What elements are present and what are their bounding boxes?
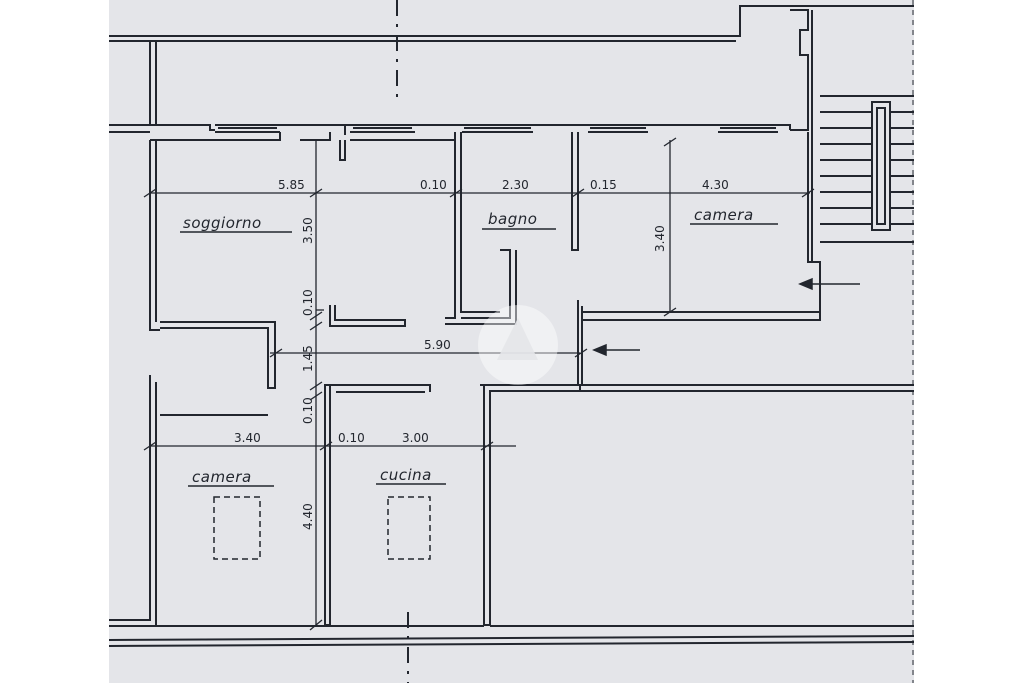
wall-camera-right [577,132,821,386]
dim-corridor-590: 5.90 [424,338,451,352]
room-label-bagno: bagno [488,210,537,228]
dim-vert-350: 3.50 [301,217,315,244]
label-underlines [180,223,778,487]
watermark-logo [478,305,558,385]
dim-top-430: 4.30 [702,178,729,192]
dim-vert-010b: 0.10 [301,397,315,424]
dim-top-230: 2.30 [502,178,529,192]
dim-vert-145: 1.45 [301,345,315,372]
wall-stub [329,140,406,327]
entrance-arrow-corridor [592,343,640,357]
dim-bottom-010: 0.10 [338,431,365,445]
dim-top-015: 0.15 [590,178,617,192]
dim-top-010: 0.10 [420,178,447,192]
left-wall-upper [149,140,160,331]
dim-vert-440: 4.40 [301,503,315,530]
dim-vert-340: 3.40 [653,225,667,252]
facade-bottom [109,625,914,647]
entrance-arrow-right [798,277,860,291]
wall-soggiorno-bagno [445,132,517,325]
room-label-soggiorno: soggiorno [183,214,262,232]
wall-cucina [324,384,914,626]
room-label-camera-right: camera [694,206,754,224]
dim-bottom-340: 3.40 [234,431,261,445]
wall-bagno-camera [571,132,579,251]
outer-wall-top [109,5,914,125]
dim-bottom-300: 3.00 [402,431,429,445]
room-label-camera-left: camera [192,468,252,486]
dim-vert-010a: 0.10 [301,289,315,316]
stairwell [790,9,914,320]
table-outline [387,496,431,560]
dim-top-585: 5.85 [278,178,305,192]
bed-outline [213,496,261,560]
facade-wall [109,124,791,141]
room-label-cucina: cucina [380,466,432,484]
